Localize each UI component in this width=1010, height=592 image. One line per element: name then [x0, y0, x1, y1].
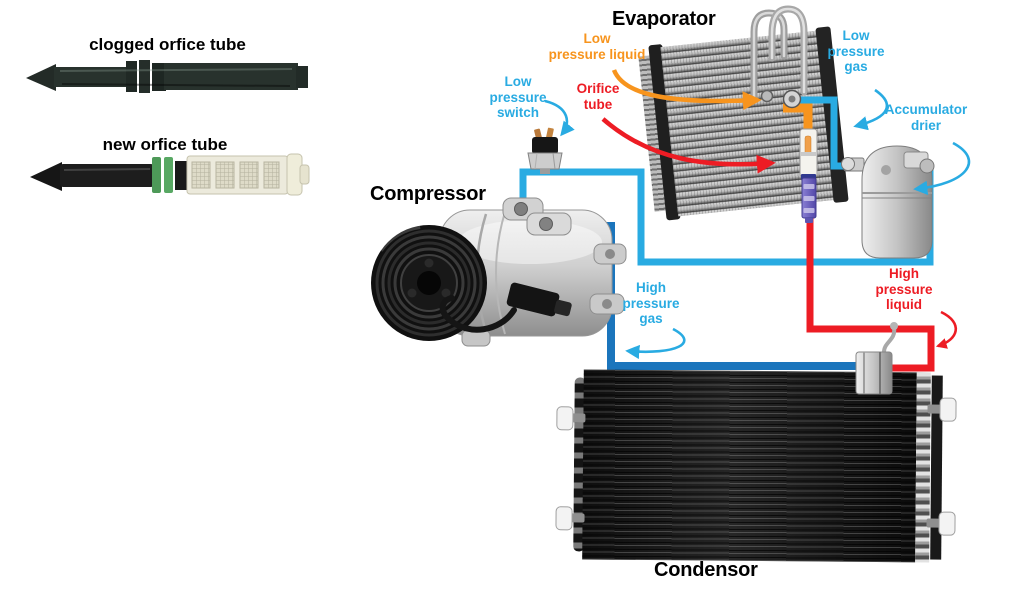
accumulator-drier-arrow — [913, 141, 971, 195]
condenser-label: Condensor — [654, 559, 758, 581]
orifice-tube-label: Orifice tube — [576, 81, 620, 112]
high-pressure-liquid-label: High pressure liquid — [875, 266, 933, 312]
new-orifice-tube-image — [30, 153, 310, 196]
compressor-pulley — [371, 223, 487, 341]
low-pressure-liquid-label: Low pressure liquid — [548, 31, 646, 62]
orifice-tube-component — [799, 128, 818, 223]
low-pressure-gas-label: Low pressure gas — [827, 28, 885, 74]
compressor-connector — [506, 282, 572, 317]
orifice-tube-arrow — [601, 117, 776, 174]
clogged-orifice-tube-image — [26, 60, 308, 93]
high-pressure-liquid-arrow — [935, 310, 958, 349]
accumulator-drier-image — [841, 145, 935, 259]
accumulator-drier-label: Accumulator drier — [884, 102, 968, 133]
low-pressure-switch-arrow — [544, 99, 575, 137]
clogged-orifice-tube-label: clogged orfice tube — [89, 35, 246, 54]
evaporator-label: Evaporator — [612, 8, 716, 30]
evaporator-u-tubes — [750, 5, 808, 102]
low-pressure-gas-arrow — [853, 88, 889, 131]
low-pressure-switch-label: Low pressure switch — [489, 74, 547, 120]
new-orifice-tube-label: new orfice tube — [102, 135, 228, 154]
condenser-inlet-bracket — [855, 322, 898, 395]
compressor-wire — [439, 295, 517, 333]
evaporator-outlet-fitting-bore — [788, 95, 796, 103]
compressor-image — [371, 197, 627, 347]
low-pressure-switch-component — [527, 127, 563, 174]
high-pressure-gas-label: High pressure gas — [622, 280, 680, 326]
low-pressure-liquid-arrow — [611, 69, 762, 111]
high-pressure-liquid-pipe — [806, 210, 935, 372]
evaporator-inlet-fitting — [760, 89, 774, 103]
high-pressure-gas-arrow — [625, 327, 686, 360]
compressor-label: Compressor — [370, 183, 486, 205]
